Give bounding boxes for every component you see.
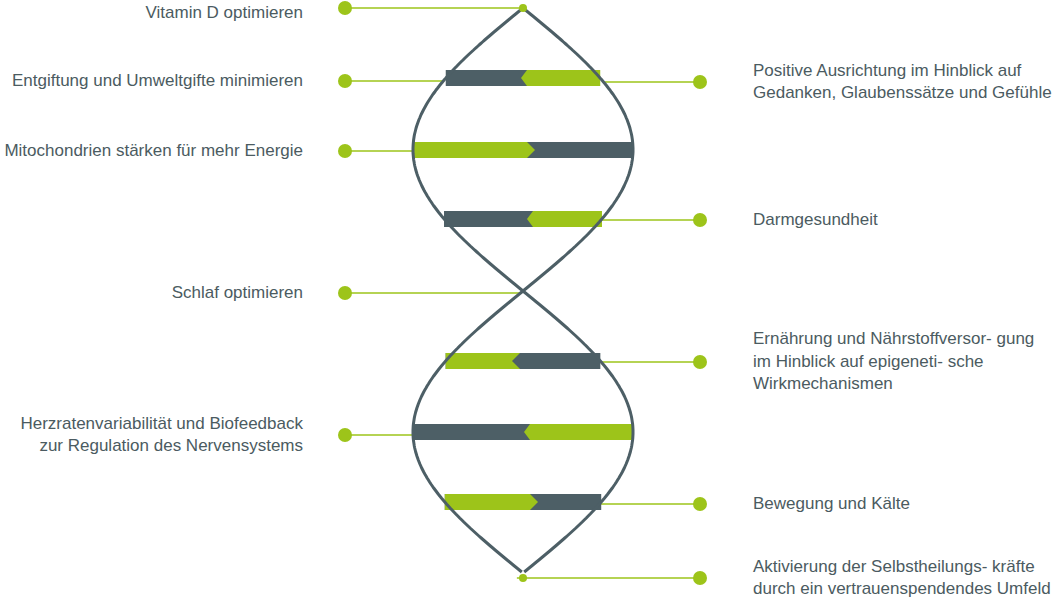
- leader-line: [345, 7, 523, 9]
- leader-line: [517, 577, 700, 579]
- rung-part: [520, 353, 600, 369]
- topic-label: Entgiftung und Umweltgifte minimieren: [3, 70, 303, 93]
- topic-label: Ernährung und Nährstoffversor- gung im H…: [753, 328, 1053, 396]
- leader-dot: [693, 355, 707, 369]
- rung-part: [527, 211, 602, 227]
- leader-dot: [338, 286, 352, 300]
- crossing-dot: [519, 574, 527, 582]
- leader-line: [601, 219, 700, 221]
- crossing-dot: [519, 4, 527, 12]
- topic-label: Bewegung und Kälte: [753, 493, 1053, 516]
- rung-part: [524, 424, 633, 440]
- leader-dot: [693, 75, 707, 89]
- topic-label: Darmgesundheit: [753, 209, 1053, 232]
- rung-part: [530, 494, 601, 510]
- leader-dot: [693, 497, 707, 511]
- topic-label: Positive Ausrichtung im Hinblick auf Ged…: [753, 60, 1053, 105]
- leader-line: [345, 150, 413, 152]
- leader-line: [345, 292, 521, 294]
- leader-line: [604, 81, 700, 83]
- topic-label: Herzratenvariabilität und Biofeedback zu…: [3, 413, 303, 458]
- leader-line: [345, 434, 413, 436]
- rung-part: [521, 70, 600, 86]
- rung-part: [446, 70, 527, 86]
- rung-part: [527, 142, 633, 158]
- rung-part: [446, 353, 520, 369]
- topic-label: Vitamin D optimieren: [3, 2, 303, 25]
- leader-line: [599, 503, 700, 505]
- rung-part: [413, 424, 536, 440]
- rung-part: [445, 494, 538, 510]
- topic-label: Schlaf optimieren: [3, 282, 303, 305]
- leader-dot: [338, 144, 352, 158]
- rung-part: [446, 70, 533, 86]
- leader-dot: [338, 1, 352, 15]
- helix-strand: [413, 8, 633, 572]
- rung-part: [413, 424, 530, 440]
- topic-label: Mitochondrien stärken für mehr Energie: [3, 140, 303, 163]
- leader-dot: [338, 428, 352, 442]
- rung-part: [444, 211, 539, 227]
- rung-part: [446, 353, 526, 369]
- leader-dot: [693, 571, 707, 585]
- leader-line: [345, 80, 443, 82]
- topic-label: Aktivierung der Selbstheilungs- kräfte d…: [753, 556, 1053, 601]
- leader-dot: [338, 74, 352, 88]
- helix-strand: [413, 8, 633, 572]
- rung-part: [444, 211, 533, 227]
- leader-dot: [693, 213, 707, 227]
- leader-line: [601, 361, 700, 363]
- rung-part: [413, 142, 535, 158]
